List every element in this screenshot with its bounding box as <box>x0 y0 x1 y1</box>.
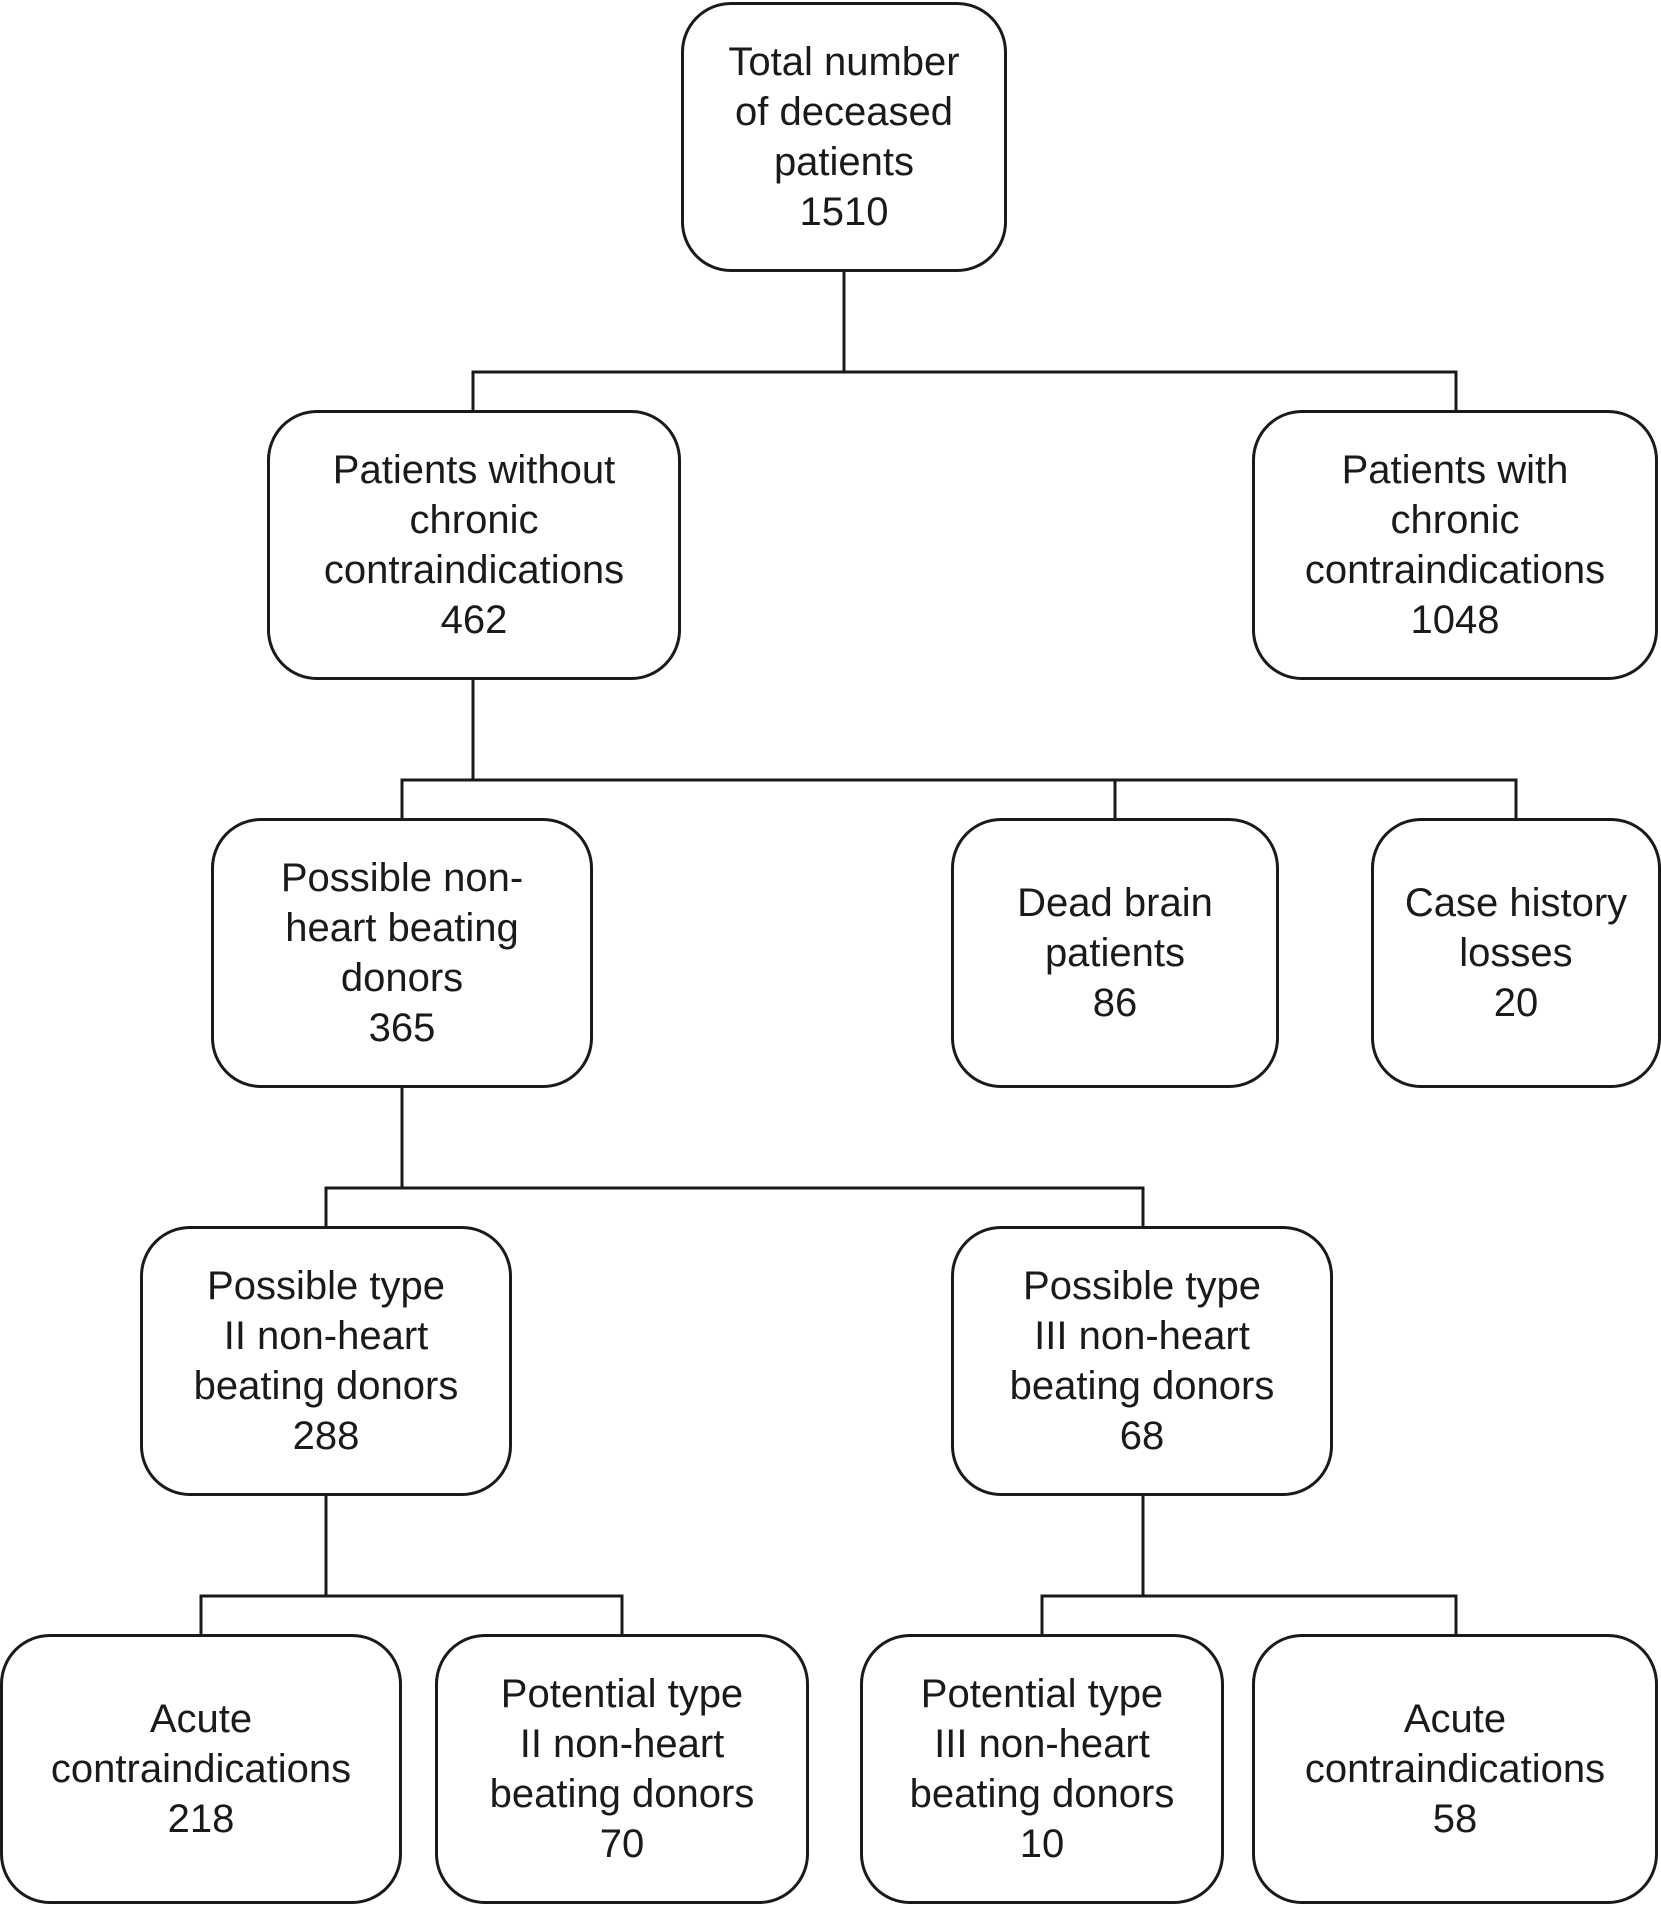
node-label-line: heart beating <box>285 906 519 950</box>
node-label-line: contraindications <box>1304 1747 1606 1791</box>
node-label-line: beating donors <box>489 1772 755 1816</box>
node-count: 86 <box>1092 981 1138 1025</box>
node-label-line: Dead brain <box>1017 881 1213 925</box>
node-label-line: Potential type <box>920 1672 1164 1716</box>
node-label-line: Case history <box>1404 881 1628 925</box>
node-count: 20 <box>1493 981 1539 1025</box>
node-acute-contraindications-type-iii: Acute contraindications 58 <box>1252 1634 1658 1904</box>
node-label-line: beating donors <box>1009 1364 1275 1408</box>
node-possible-type-iii-donors: Possible type III non-heart beating dono… <box>951 1226 1333 1496</box>
node-label-line: Potential type <box>500 1672 744 1716</box>
node-count: 10 <box>1019 1822 1065 1866</box>
node-label-line: Possible type <box>207 1264 445 1308</box>
node-possible-type-ii-donors: Possible type II non-heart beating donor… <box>140 1226 512 1496</box>
node-label-line: contraindications <box>50 1747 352 1791</box>
node-dead-brain-patients: Dead brain patients 86 <box>951 818 1279 1088</box>
node-acute-contraindications-type-ii: Acute contraindications 218 <box>0 1634 402 1904</box>
node-count: 218 <box>167 1797 235 1841</box>
node-patients-with-chronic-contraindications: Patients with chronic contraindications … <box>1252 410 1658 680</box>
node-label-line: beating donors <box>909 1772 1175 1816</box>
node-label-line: Patients without <box>332 448 616 492</box>
node-total-deceased-patients: Total number of deceased patients 1510 <box>681 2 1007 272</box>
node-count: 1510 <box>799 190 889 234</box>
node-label-line: losses <box>1459 931 1573 975</box>
node-label-line: Acute <box>1403 1697 1507 1741</box>
node-label-line: Total number <box>728 40 960 84</box>
node-label-line: Acute <box>149 1697 253 1741</box>
node-count: 288 <box>292 1414 360 1458</box>
node-label-line: Possible type <box>1023 1264 1261 1308</box>
node-label-line: contraindications <box>323 548 625 592</box>
node-potential-type-ii-donors: Potential type II non-heart beating dono… <box>435 1634 809 1904</box>
node-label-line: III non-heart <box>1034 1314 1250 1358</box>
node-label-line: II non-heart <box>519 1722 725 1766</box>
node-count: 68 <box>1119 1414 1165 1458</box>
node-label-line: chronic <box>1390 498 1520 542</box>
node-label-line: II non-heart <box>223 1314 429 1358</box>
node-potential-type-iii-donors: Potential type III non-heart beating don… <box>860 1634 1224 1904</box>
node-label-line: chronic <box>409 498 539 542</box>
node-count: 365 <box>368 1006 436 1050</box>
node-label-line: donors <box>340 956 464 1000</box>
node-label-line: III non-heart <box>934 1722 1150 1766</box>
node-label-line: Possible non- <box>280 856 524 900</box>
node-count: 70 <box>599 1822 645 1866</box>
node-count: 58 <box>1432 1797 1478 1841</box>
node-count: 1048 <box>1410 598 1500 642</box>
node-label-line: Patients with <box>1341 448 1569 492</box>
node-count: 462 <box>440 598 508 642</box>
node-possible-non-heart-beating-donors: Possible non- heart beating donors 365 <box>211 818 593 1088</box>
node-patients-without-chronic-contraindications: Patients without chronic contraindicatio… <box>267 410 681 680</box>
node-label-line: beating donors <box>193 1364 459 1408</box>
node-label-line: of deceased <box>735 90 953 134</box>
node-label-line: patients <box>773 140 915 184</box>
node-case-history-losses: Case history losses 20 <box>1371 818 1661 1088</box>
node-label-line: contraindications <box>1304 548 1606 592</box>
node-label-line: patients <box>1044 931 1186 975</box>
